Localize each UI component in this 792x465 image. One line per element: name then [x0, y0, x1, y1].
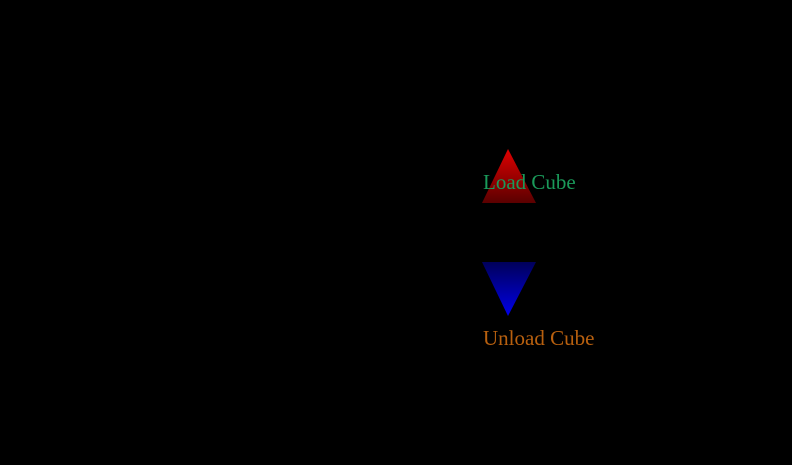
load-cube-button[interactable]: Load Cube	[483, 170, 576, 194]
unload-cube-button[interactable]: Unload Cube	[483, 326, 595, 350]
down-arrow-icon[interactable]	[482, 262, 536, 316]
up-arrow-icon[interactable]	[482, 149, 536, 203]
